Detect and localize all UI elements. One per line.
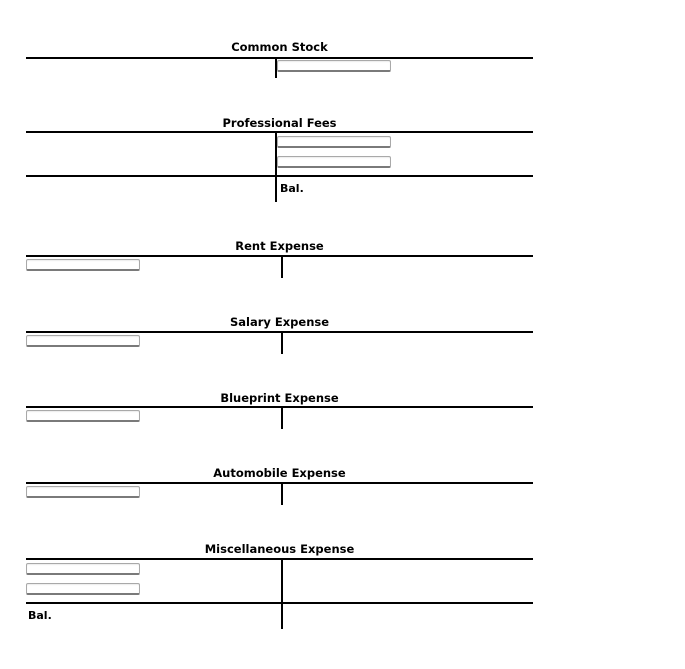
account-title: Miscellaneous Expense: [204, 542, 355, 556]
debit-entry-field[interactable]: [26, 486, 140, 498]
debit-entry-field[interactable]: [26, 583, 140, 595]
t-account-divider: [275, 132, 277, 202]
account-title: Professional Fees: [222, 116, 337, 130]
t-account-top-line: [26, 406, 533, 408]
balance-label: Bal.: [28, 609, 52, 622]
debit-entry-field[interactable]: [26, 410, 140, 422]
account-title: Rent Expense: [235, 239, 324, 253]
t-account-divider: [275, 58, 277, 78]
t-account-top-line: [26, 558, 533, 560]
debit-entry-field[interactable]: [26, 335, 140, 347]
credit-entry-field[interactable]: [277, 60, 391, 72]
account-title: Automobile Expense: [213, 466, 346, 480]
t-account-top-line: [26, 482, 533, 484]
t-account-balance-line: [26, 175, 533, 177]
t-account-divider: [281, 559, 283, 629]
debit-entry-field[interactable]: [26, 563, 140, 575]
t-account-top-line: [26, 255, 533, 257]
account-title: Blueprint Expense: [220, 391, 339, 405]
t-account-divider: [281, 407, 283, 429]
balance-label: Bal.: [280, 182, 304, 195]
debit-entry-field[interactable]: [26, 259, 140, 271]
t-account-divider: [281, 256, 283, 278]
t-account-balance-line: [26, 602, 533, 604]
credit-entry-field[interactable]: [277, 136, 391, 148]
t-account-divider: [281, 483, 283, 505]
account-title: Common Stock: [231, 40, 328, 54]
credit-entry-field[interactable]: [277, 156, 391, 168]
t-account-divider: [281, 332, 283, 354]
t-account-top-line: [26, 57, 533, 59]
t-account-top-line: [26, 331, 533, 333]
t-account-top-line: [26, 131, 533, 133]
account-title: Salary Expense: [229, 315, 330, 329]
